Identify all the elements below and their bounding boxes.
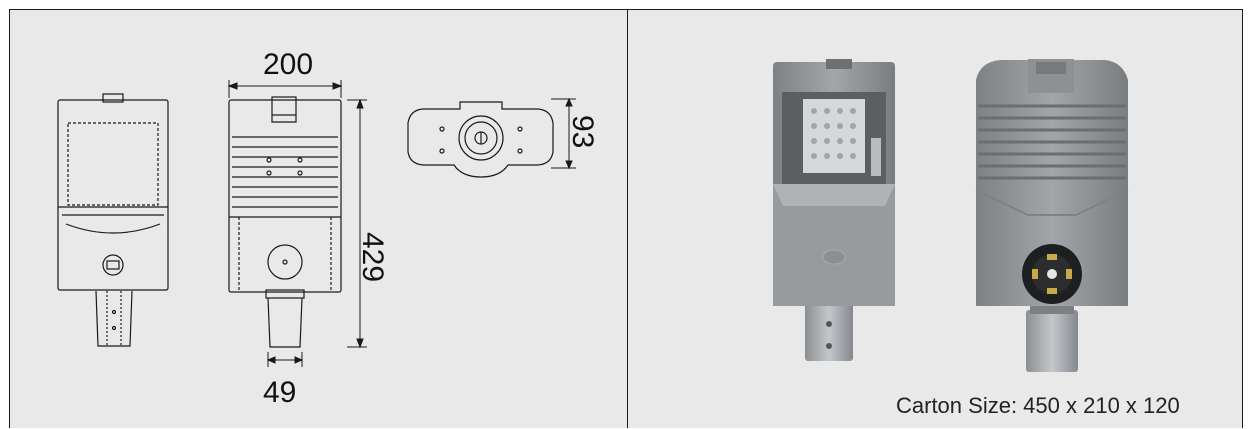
side-view-drawing [228,96,342,348]
heat-sink-fins [232,136,338,208]
depth-dimension-label: 93 [566,115,599,149]
back-product-photo [975,59,1129,372]
technical-drawing-panel: 200 429 93 49 [10,10,628,428]
spec-sheet-frame: 200 429 93 49 [9,9,1243,428]
height-dimension-label: 429 [356,232,389,283]
technical-drawings [57,80,576,367]
carton-size-label: Carton Size: 450 x 210 x 120 [896,393,1180,418]
width-dimension-label: 200 [263,48,314,81]
stem-dimension-label: 49 [263,376,297,409]
front-view-drawing [57,93,169,347]
product-photos [773,59,1129,372]
dimension-lines [227,80,576,367]
top-view-drawing [407,101,554,178]
product-photo-panel: Carton Size: 450 x 210 x 120 [628,10,1242,428]
front-product-photo [773,59,895,361]
